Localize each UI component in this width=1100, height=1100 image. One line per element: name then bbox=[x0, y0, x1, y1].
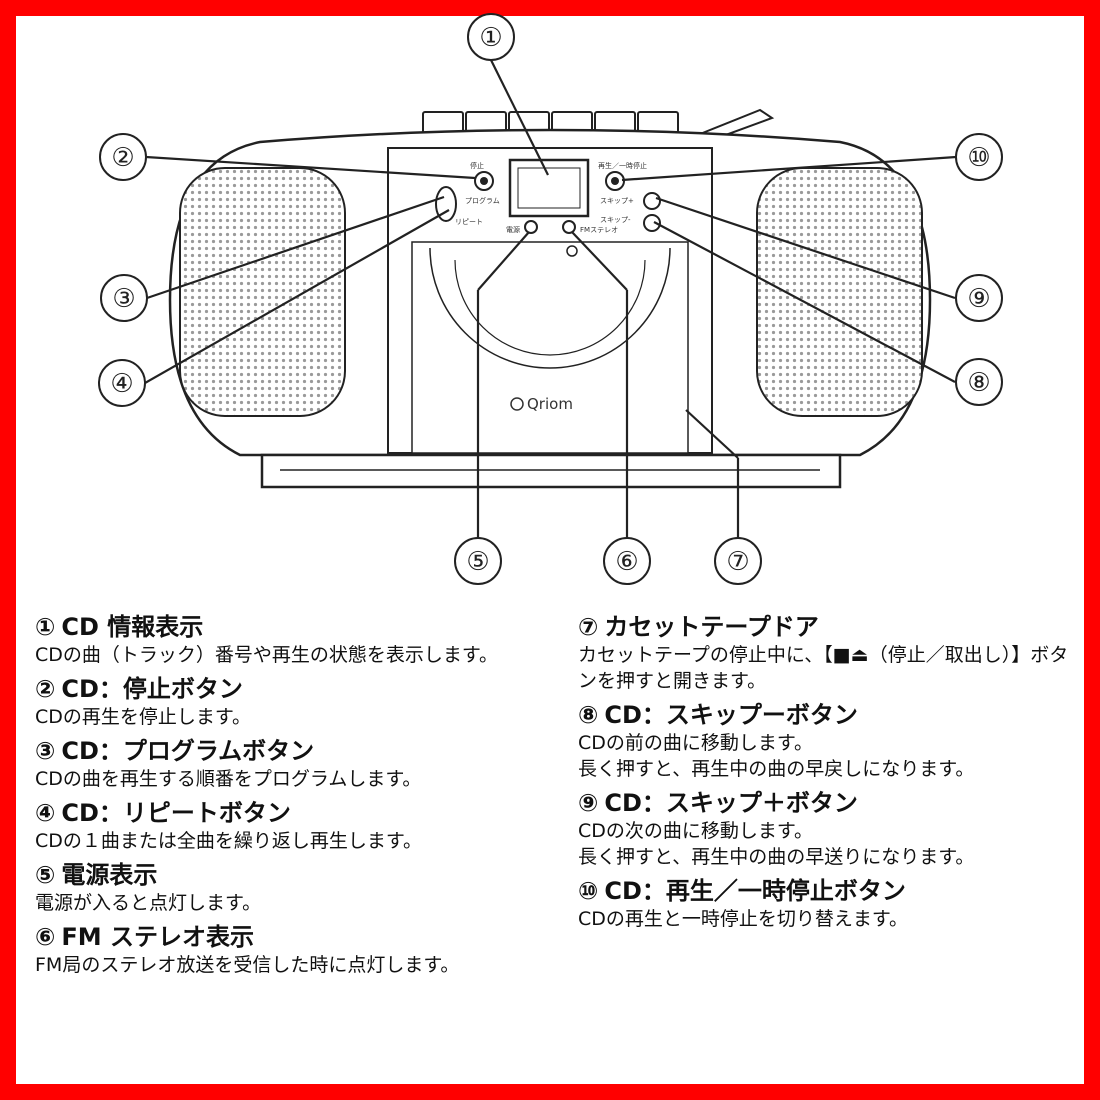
item-desc: カセットテープの停止中に、【■⏏（停止／取出し）】ボタンを押すと開きます。 bbox=[578, 644, 1069, 692]
item-desc: CDの前の曲に移動します。 bbox=[578, 732, 813, 754]
callout-8: ⑧ bbox=[955, 358, 1003, 406]
svg-text:⑦: ⑦ bbox=[726, 547, 749, 577]
boombox-diagram: 停止 プログラム リピート 電源 FMステレオ 再生／一時停止 スキップ+ スキ… bbox=[98, 13, 1003, 585]
item-desc: CDの再生を停止します。 bbox=[35, 706, 251, 728]
item-number: ① bbox=[35, 613, 56, 641]
item-desc: CDの次の曲に移動します。 bbox=[578, 820, 813, 842]
item-desc: CDの曲を再生する順番をプログラムします。 bbox=[35, 768, 422, 790]
item-number: ⑦ bbox=[578, 613, 599, 641]
callout-5: ⑤ bbox=[454, 537, 502, 585]
svg-text:③: ③ bbox=[112, 284, 135, 314]
item-desc: CDの曲（トラック）番号や再生の状態を表示します。 bbox=[35, 644, 498, 666]
callout-4: ④ bbox=[98, 359, 146, 407]
stop-label: 停止 bbox=[470, 161, 484, 170]
leader-lines bbox=[144, 59, 957, 540]
item-number: ⑩ bbox=[578, 877, 599, 905]
item-title: CD：リピートボタン bbox=[61, 799, 291, 827]
cd-skip-minus-button[interactable] bbox=[643, 214, 661, 232]
item-title: CD：スキップーボタン bbox=[604, 701, 858, 729]
callout-10: ⑩ bbox=[955, 133, 1003, 181]
item-number: ⑧ bbox=[578, 701, 599, 729]
callout-1: ① bbox=[467, 13, 515, 61]
cd-skip-plus-button[interactable] bbox=[643, 192, 661, 210]
item-number: ② bbox=[35, 675, 56, 703]
left-speaker bbox=[179, 167, 346, 417]
svg-text:⑧: ⑧ bbox=[967, 368, 990, 398]
callout-9: ⑨ bbox=[955, 274, 1003, 322]
item-desc: FM局のステレオ放送を受信した時に点灯します。 bbox=[35, 954, 460, 976]
cd-program-repeat-rocker[interactable] bbox=[435, 186, 457, 222]
item-title: CD：スキップ＋ボタン bbox=[604, 789, 858, 817]
fm-stereo-label: FMステレオ bbox=[580, 226, 618, 234]
brand-logo-icon bbox=[510, 397, 524, 411]
item-title: CD：再生／一時停止ボタン bbox=[604, 877, 906, 905]
carry-handle bbox=[699, 108, 775, 141]
item-number: ⑨ bbox=[578, 789, 599, 817]
fm-stereo-indicator bbox=[562, 220, 576, 234]
callout-3: ③ bbox=[100, 274, 148, 322]
svg-text:⑤: ⑤ bbox=[466, 547, 489, 577]
callout-2: ② bbox=[99, 133, 147, 181]
callouts: ① ② ③ ④ ⑤ ⑥ ⑦ ⑧ ⑨ ⑩ bbox=[98, 13, 1003, 585]
item-title: カセットテープドア bbox=[604, 613, 819, 641]
callout-7: ⑦ bbox=[714, 537, 762, 585]
svg-text:②: ② bbox=[111, 143, 134, 173]
item-number: ⑥ bbox=[35, 923, 56, 951]
item-desc: 電源が入ると点灯します。 bbox=[35, 892, 262, 914]
svg-text:④: ④ bbox=[110, 369, 133, 399]
boombox-base bbox=[260, 453, 842, 489]
item-title: CD 情報表示 bbox=[61, 613, 204, 641]
item-number: ④ bbox=[35, 799, 56, 827]
power-label: 電源 bbox=[506, 225, 520, 234]
svg-text:⑩: ⑩ bbox=[967, 143, 990, 173]
item-title: 電源表示 bbox=[61, 861, 158, 889]
item-number: ⑤ bbox=[35, 861, 56, 889]
skip-plus-label: スキップ+ bbox=[600, 197, 634, 205]
callout-6: ⑥ bbox=[603, 537, 651, 585]
power-indicator bbox=[524, 220, 538, 234]
repeat-label: リピート bbox=[455, 218, 483, 226]
program-label: プログラム bbox=[465, 196, 500, 205]
svg-text:⑥: ⑥ bbox=[615, 547, 638, 577]
item-title: CD：プログラムボタン bbox=[61, 737, 315, 765]
cassette-door bbox=[411, 241, 689, 454]
item-title: CD：停止ボタン bbox=[61, 675, 243, 703]
item-desc: CDの再生と一時停止を切り替えます。 bbox=[578, 908, 908, 930]
play-pause-label: 再生／一時停止 bbox=[598, 161, 647, 170]
item-desc-extra: 長く押すと、再生中の曲の早戻しになります。 bbox=[578, 758, 975, 780]
skip-minus-label: スキップ- bbox=[600, 216, 631, 224]
svg-text:①: ① bbox=[479, 23, 502, 53]
item-desc-extra: 長く押すと、再生中の曲の早送りになります。 bbox=[578, 846, 975, 868]
brand-name: Qriom bbox=[527, 395, 573, 413]
svg-text:⑨: ⑨ bbox=[967, 284, 990, 314]
item-number: ③ bbox=[35, 737, 56, 765]
item-desc: CDの１曲または全曲を繰り返し再生します。 bbox=[35, 830, 422, 852]
item-title: FM ステレオ表示 bbox=[61, 923, 254, 951]
right-speaker bbox=[756, 167, 923, 417]
